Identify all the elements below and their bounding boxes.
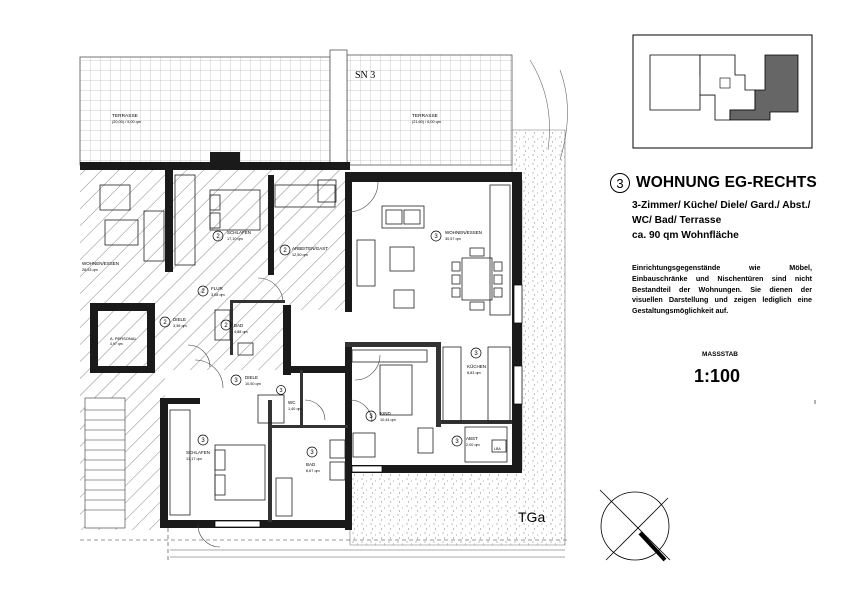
svg-text:17,10 qm: 17,10 qm xyxy=(227,237,243,241)
svg-text:6,67 qm: 6,67 qm xyxy=(306,469,320,473)
svg-text:2: 2 xyxy=(224,323,228,329)
sn-label: SN 3 xyxy=(355,70,375,81)
svg-text:WOHNEN/ESSEN: WOHNEN/ESSEN xyxy=(445,230,482,235)
svg-text:2: 2 xyxy=(216,234,220,240)
terrace-right xyxy=(346,54,513,166)
svg-text:KÜCHEN: KÜCHEN xyxy=(467,363,486,369)
terrace-right-label: TERRASSE xyxy=(412,113,438,119)
svg-text:10,50 qm: 10,50 qm xyxy=(245,382,261,386)
svg-text:2: 2 xyxy=(283,248,287,254)
svg-text:2: 2 xyxy=(201,289,205,295)
svg-text:3: 3 xyxy=(201,438,205,444)
svg-text:FLUR: FLUR xyxy=(211,286,224,291)
terrace-left-label: TERRASSE xyxy=(112,113,138,119)
furniture-disclaimer: Einrichtungsgegenstände wie Möbel, Einba… xyxy=(632,263,812,316)
svg-text:28,53 qm: 28,53 qm xyxy=(82,268,98,272)
room-summary: 3-Zimmer/ Küche/ Diele/ Gard./ Abst./ WC… xyxy=(632,198,822,243)
svg-text:WC: WC xyxy=(288,400,296,405)
unit-number-badge: 3 xyxy=(610,173,630,193)
room-bad-bottom: 3 BAD 6,67 qm xyxy=(306,446,320,473)
room-wc: 3 WC 1,40 qm xyxy=(276,385,302,411)
unit3-lower-left xyxy=(165,370,350,525)
site-lines xyxy=(80,528,570,560)
room-schlafen-top: 2 SCHLAFEN 17,10 qm xyxy=(212,230,251,242)
svg-text:3: 3 xyxy=(234,378,238,384)
room-kueche: 3 KÜCHEN 8,83 qm xyxy=(467,347,486,375)
furniture xyxy=(99,174,511,517)
terrace-divider xyxy=(329,49,348,166)
svg-text:12,50 qm: 12,50 qm xyxy=(292,253,308,257)
room-neighbour-wohnen: WOHNEN/ESSEN 28,53 qm xyxy=(82,261,119,272)
room-flur: 2 FLUR 3,08 qm xyxy=(197,285,225,297)
room-labels: 3 WOHNEN/ESSEN 30,57 qm 2 SCHLAFEN 17,10… xyxy=(82,70,545,525)
unit-title: WOHNUNG EG-RECHTS xyxy=(636,174,817,191)
svg-text:3,36 qm: 3,36 qm xyxy=(173,324,187,328)
svg-text:2,00 qm: 2,00 qm xyxy=(466,443,480,447)
room-schlafen-bottom: 3 SCHLAFEN 13,17 qm xyxy=(186,434,210,461)
svg-text:KIND: KIND xyxy=(380,411,392,416)
svg-text:3: 3 xyxy=(310,450,314,456)
svg-text:BAD: BAD xyxy=(234,323,244,328)
svg-text:1,40 qm: 1,40 qm xyxy=(288,407,302,411)
svg-text:3: 3 xyxy=(474,351,478,357)
lba-label: LBA xyxy=(494,447,501,451)
room-summary-line-1: 3-Zimmer/ Küche/ Diele/ Gard./ Abst./ xyxy=(632,200,811,211)
svg-text:ABST: ABST xyxy=(466,436,478,441)
windows xyxy=(214,284,523,528)
terrace-left-area: (20,00) / 5,00 qm xyxy=(112,120,141,124)
svg-text:3: 3 xyxy=(279,388,282,394)
north-arrow-icon xyxy=(599,489,671,562)
door-swings xyxy=(187,181,381,548)
room-neighbour-abst: A. PERSONAL 4,97 qm xyxy=(110,336,137,346)
boundary-arc xyxy=(529,59,550,151)
unit3-living xyxy=(350,182,515,342)
terrace-left xyxy=(79,56,331,166)
svg-text:4,88 qm: 4,88 qm xyxy=(234,330,248,334)
room-diele-main: 3 DIELE 10,50 qm xyxy=(230,374,261,386)
svg-text:3,08 qm: 3,08 qm xyxy=(211,293,225,297)
room-summary-line-3: ca. 90 qm Wohnfläche xyxy=(632,230,739,241)
room-diele-left: 2 DIELE 3,36 qm xyxy=(159,316,187,328)
room-kind: 3 KIND 10,44 qm xyxy=(365,410,396,422)
svg-text:13,17 qm: 13,17 qm xyxy=(186,457,202,461)
room-abst: 3 ABST 2,00 qm xyxy=(451,435,480,447)
scale-value: 1:100 xyxy=(694,366,741,386)
svg-text:A. PERSONAL: A. PERSONAL xyxy=(110,336,137,341)
unit-heading: 3 WOHNUNG EG-RECHTS xyxy=(610,173,817,193)
svg-text:WOHNEN/ESSEN: WOHNEN/ESSEN xyxy=(82,261,119,266)
svg-text:ARBEITEN/GAST: ARBEITEN/GAST xyxy=(292,246,328,251)
svg-text:30,57 qm: 30,57 qm xyxy=(445,237,461,241)
svg-text:2: 2 xyxy=(163,320,167,326)
svg-text:DIELE: DIELE xyxy=(245,375,258,380)
boundary-arc-2 xyxy=(559,69,568,161)
room-summary-line-2: WC/ Bad/ Terrasse xyxy=(632,215,722,226)
room-arbeiten: 2 ARBEITEN/GAST 12,50 qm xyxy=(279,244,328,257)
svg-text:10,44 qm: 10,44 qm xyxy=(380,418,396,422)
svg-text:3: 3 xyxy=(369,414,373,420)
svg-text:SCHLAFEN: SCHLAFEN xyxy=(186,450,210,455)
svg-text:3: 3 xyxy=(455,439,459,445)
svg-text:SCHLAFEN: SCHLAFEN xyxy=(227,230,251,235)
tga-label: TGa xyxy=(518,509,545,525)
svg-text:8,83 qm: 8,83 qm xyxy=(467,371,481,375)
svg-text:DIELE: DIELE xyxy=(173,317,186,322)
scale-label: MASSSTAB xyxy=(702,351,738,358)
hedge-marks xyxy=(170,549,565,558)
room-bad-mid: 2 BAD 4,88 qm xyxy=(220,319,248,334)
svg-text:4,97 qm: 4,97 qm xyxy=(110,342,123,346)
neighbour-unit-hatch xyxy=(80,165,350,530)
svg-text:3: 3 xyxy=(434,234,438,240)
terrace-right-area: (21,60) / 6,00 qm xyxy=(412,120,441,124)
key-plan xyxy=(632,34,813,149)
room-wohnen-essen: 3 WOHNEN/ESSEN 30,57 qm xyxy=(430,230,482,242)
stair-treads xyxy=(85,409,125,511)
stair-area xyxy=(84,397,126,529)
svg-text:BAD: BAD xyxy=(306,462,316,467)
partitions xyxy=(230,300,512,522)
